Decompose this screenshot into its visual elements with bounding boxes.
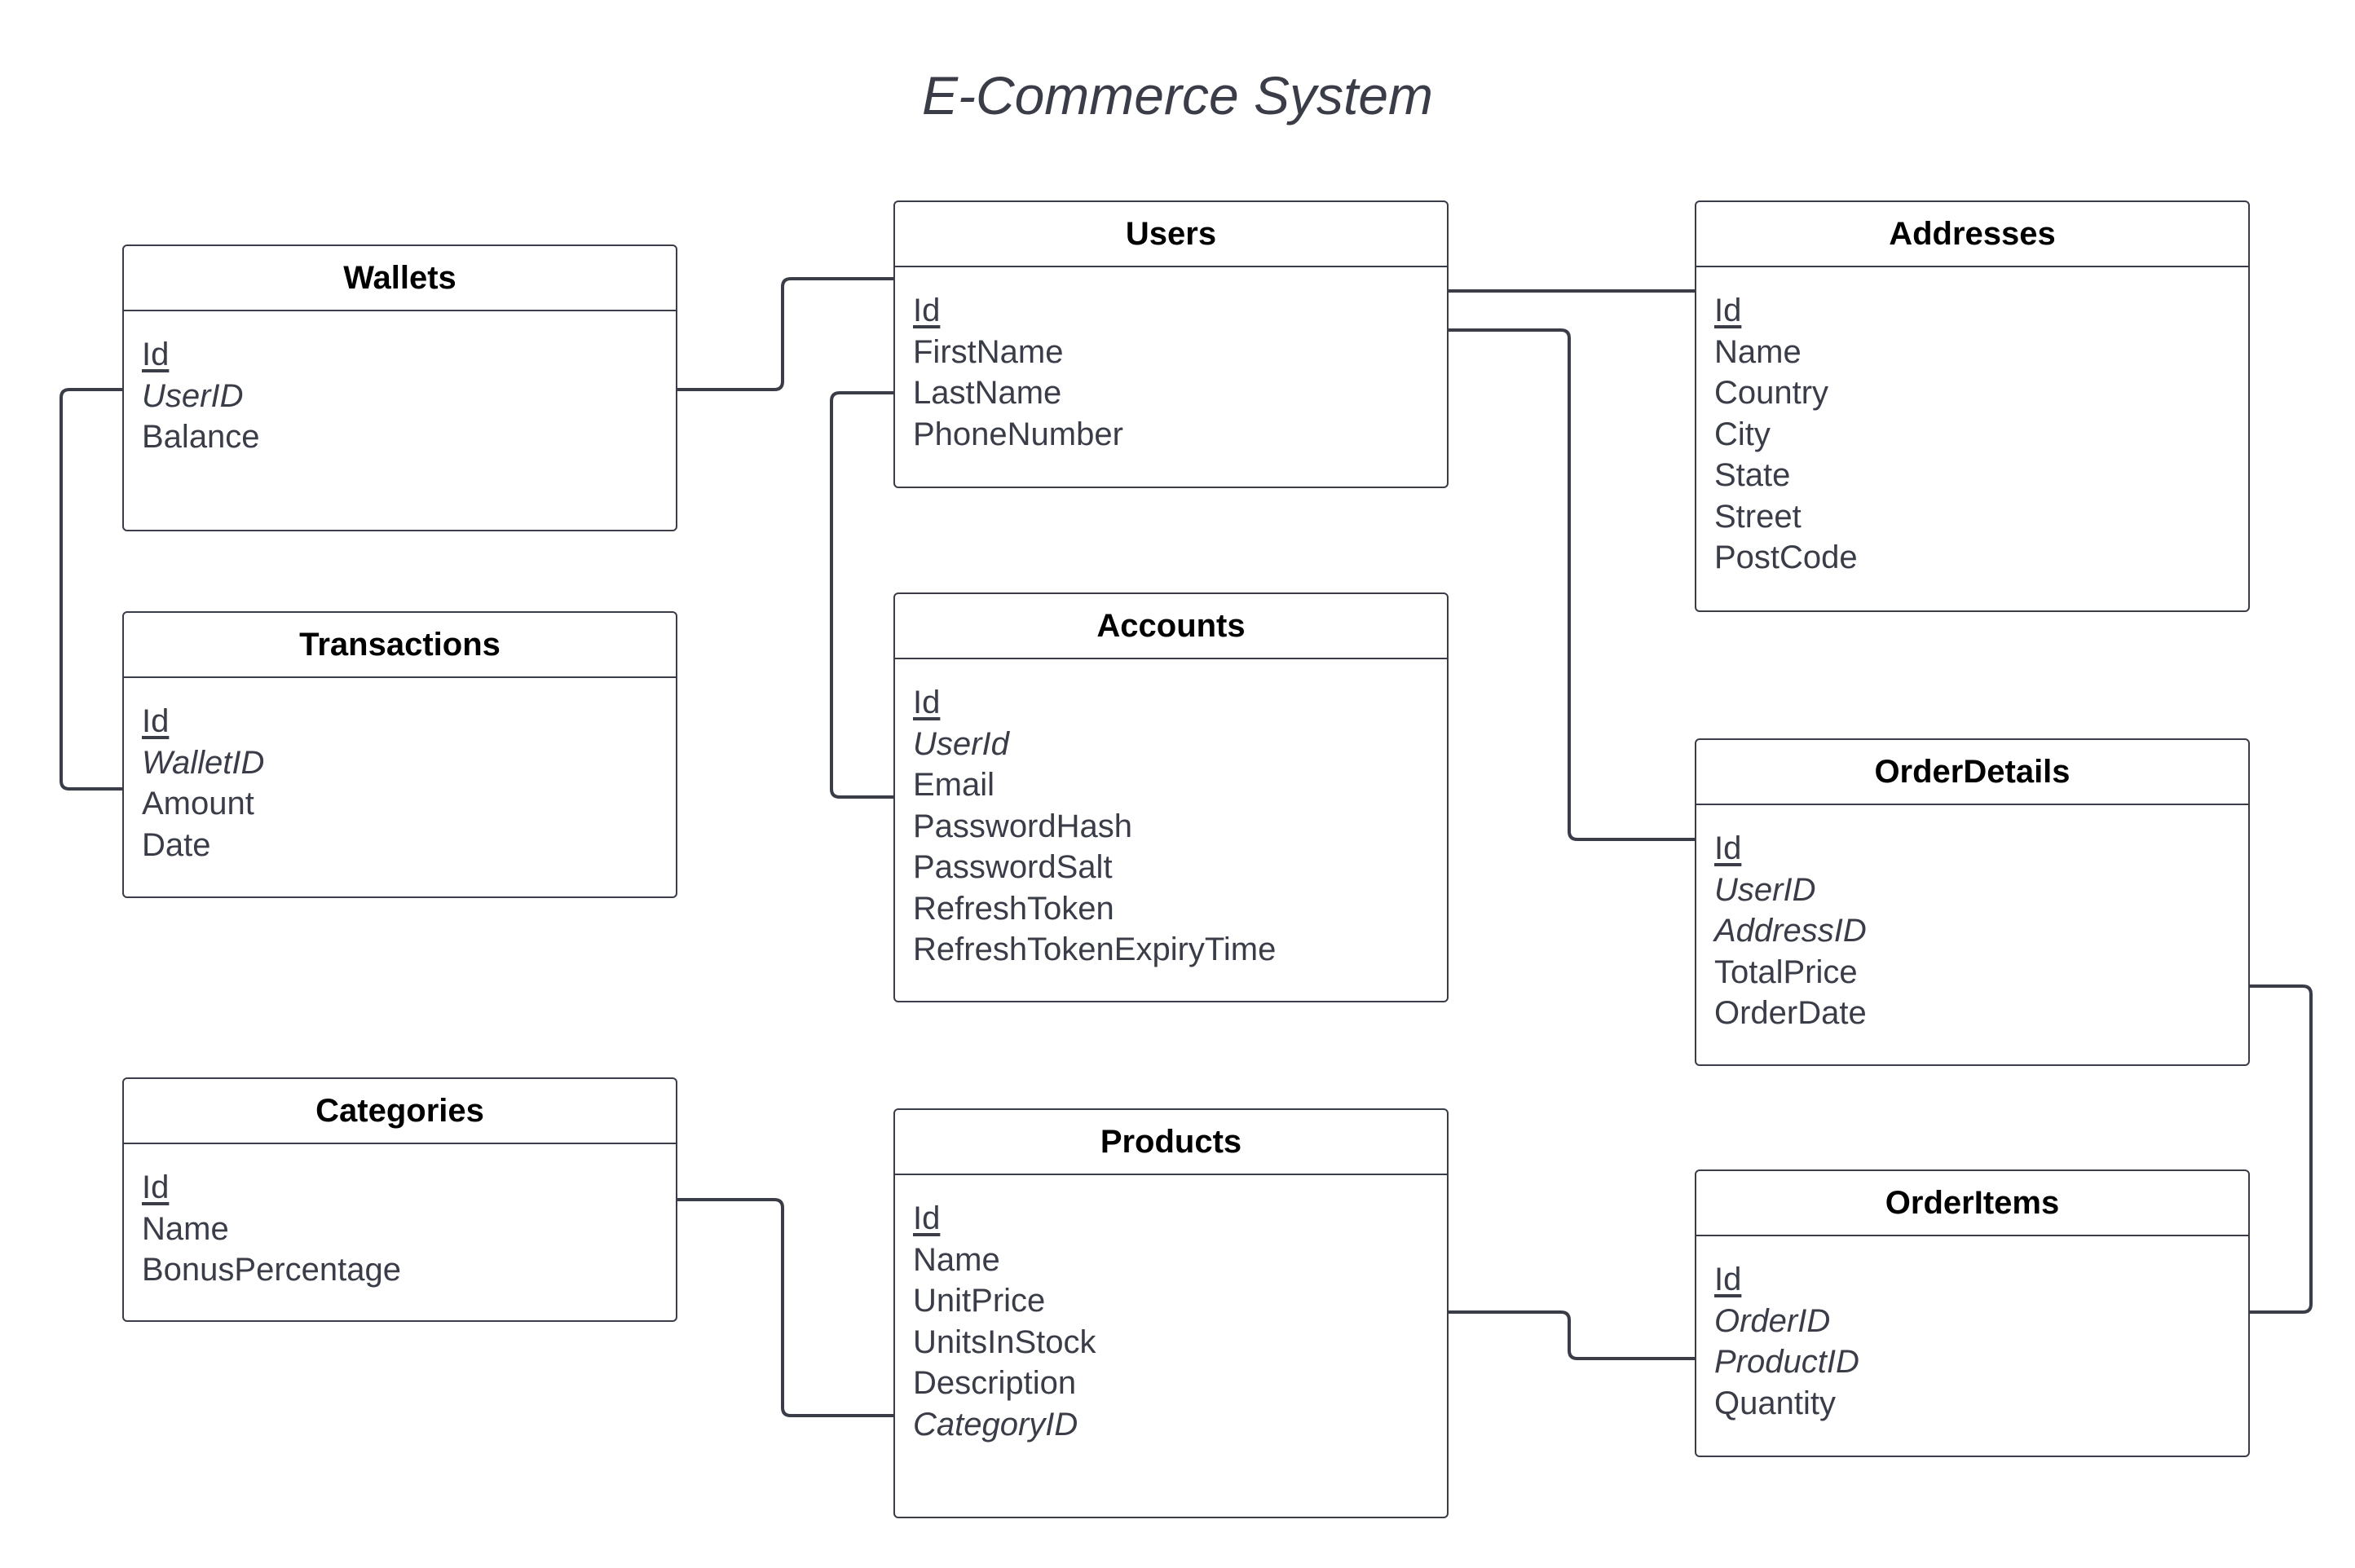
entity-header: Transactions xyxy=(124,613,676,678)
field-id: Id xyxy=(913,685,941,720)
field-id: Id xyxy=(1714,830,1742,866)
field-orderid: OrderID xyxy=(1714,1302,1831,1339)
field-balance: Balance xyxy=(142,419,260,455)
entity-name-wallets: Wallets xyxy=(343,259,456,296)
field-orderdate: OrderDate xyxy=(1714,995,1867,1031)
connector-wallets-users xyxy=(677,277,893,391)
entity-header: Products xyxy=(895,1110,1447,1175)
field-passwordhash: PasswordHash xyxy=(913,808,1133,844)
connector-products-order-items xyxy=(1449,1310,1695,1360)
field-amount: Amount xyxy=(142,786,254,821)
field-totalprice: TotalPrice xyxy=(1714,954,1858,990)
field-country: Country xyxy=(1714,375,1829,411)
connector-order-details-order-items xyxy=(2250,984,2313,1314)
diagram-title: E-Commerce System xyxy=(921,65,1434,126)
field-phonenumber: PhoneNumber xyxy=(913,416,1123,452)
entity-header: OrderItems xyxy=(1696,1171,2248,1236)
field-unitprice: UnitPrice xyxy=(913,1283,1046,1319)
entity-header: Wallets xyxy=(124,246,676,311)
connector-categories-products xyxy=(677,1198,893,1417)
field-postcode: PostCode xyxy=(1714,540,1858,575)
entity-name-order-details: OrderDetails xyxy=(1874,753,2071,790)
field-id: Id xyxy=(142,337,170,372)
field-id: Id xyxy=(1714,293,1742,328)
field-lastname: LastName xyxy=(913,375,1062,411)
field-userid: UserId xyxy=(913,725,1009,762)
entity-name-categories: Categories xyxy=(315,1092,484,1129)
field-id: Id xyxy=(913,293,941,328)
entity-name-addresses: Addresses xyxy=(1889,215,2056,252)
entity-header: Categories xyxy=(124,1079,676,1144)
field-productid: ProductID xyxy=(1714,1344,1859,1380)
field-quantity: Quantity xyxy=(1714,1385,1836,1421)
field-refreshtoken: RefreshToken xyxy=(913,890,1114,927)
entity-name-transactions: Transactions xyxy=(299,626,501,663)
entity-name-accounts: Accounts xyxy=(1096,607,1246,644)
entity-name-users: Users xyxy=(1125,215,1217,252)
entity-name-products: Products xyxy=(1100,1123,1242,1160)
entity-header: OrderDetails xyxy=(1696,740,2248,805)
entity-header: Users xyxy=(895,202,1447,267)
connector-wallets-transactions xyxy=(60,388,122,791)
field-id: Id xyxy=(142,703,170,739)
field-name: Name xyxy=(1714,333,1802,370)
field-state: State xyxy=(1714,457,1791,493)
field-bonuspercentage: BonusPercentage xyxy=(142,1252,402,1288)
connector-users-accounts xyxy=(830,391,893,799)
field-date: Date xyxy=(142,826,211,863)
field-userid: UserID xyxy=(1714,871,1816,908)
field-description: Description xyxy=(913,1365,1077,1401)
field-categoryid: CategoryID xyxy=(913,1406,1078,1442)
field-addressid: AddressID xyxy=(1714,913,1867,949)
field-id: Id xyxy=(142,1169,170,1205)
field-name: Name xyxy=(142,1210,229,1247)
field-city: City xyxy=(1714,416,1771,452)
field-refreshtokenexpirytime: RefreshTokenExpiryTime xyxy=(913,932,1277,967)
field-unitsinstock: UnitsInStock xyxy=(913,1324,1096,1360)
field-userid: UserID xyxy=(142,377,244,414)
entity-name-order-items: OrderItems xyxy=(1885,1184,2060,1221)
field-passwordsalt: PasswordSalt xyxy=(913,849,1113,885)
entity-header: Accounts xyxy=(895,594,1447,659)
field-id: Id xyxy=(1714,1262,1742,1297)
entity-header: Addresses xyxy=(1696,202,2248,267)
connector-users-order-details xyxy=(1449,328,1695,841)
field-street: Street xyxy=(1714,498,1802,535)
field-walletid: WalletID xyxy=(142,744,265,781)
field-email: Email xyxy=(913,767,995,803)
field-id: Id xyxy=(913,1200,941,1236)
field-firstname: FirstName xyxy=(913,333,1064,370)
field-name: Name xyxy=(913,1241,1000,1278)
